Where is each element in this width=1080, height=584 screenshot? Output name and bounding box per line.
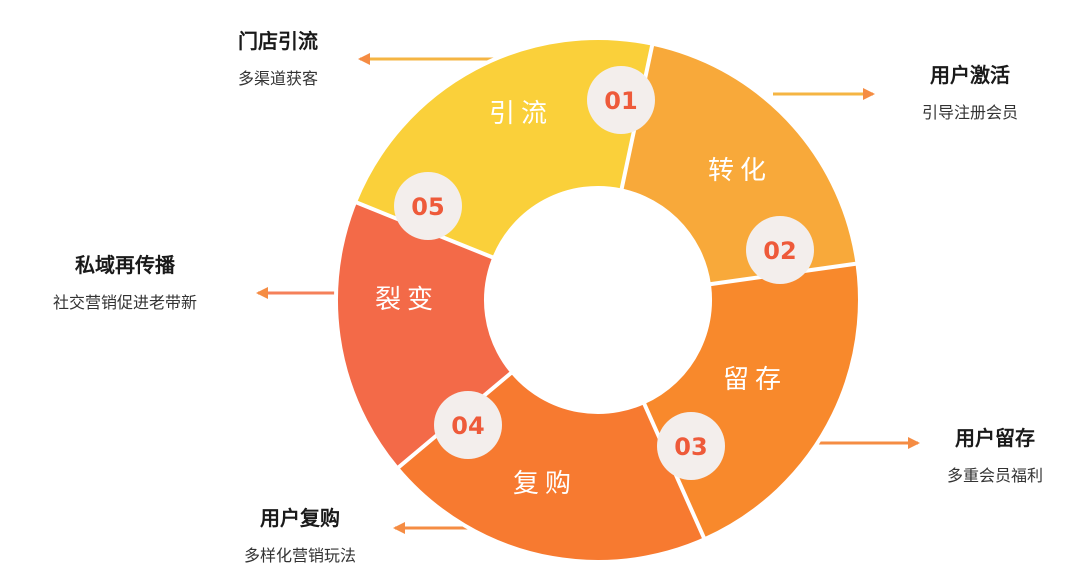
callout-title: 用户激活: [930, 63, 1010, 87]
callout-stage-5: 私域再传播 社交营销促进老带新: [5, 252, 245, 314]
callout-title: 用户留存: [955, 426, 1035, 450]
stage-number: 02: [763, 237, 796, 265]
stage-badge-circle: [434, 391, 502, 459]
stage-number: 03: [674, 433, 707, 461]
callout-stage-1: 门店引流 多渠道获客: [198, 28, 358, 90]
callout-stage-4: 用户复购 多样化营销玩法: [200, 505, 400, 567]
stage-label: 引流: [489, 99, 553, 129]
callout-stage-2: 用户激活 引导注册会员: [890, 62, 1050, 124]
callout-title: 用户复购: [260, 506, 340, 530]
callout-subtitle: 引导注册会员: [921, 103, 1018, 122]
stage-badge-circle: [394, 172, 462, 240]
stage-label: 裂变: [375, 285, 439, 315]
stage-label: 转化: [708, 156, 772, 186]
stage-number: 05: [411, 193, 444, 221]
stage-label: 复购: [513, 469, 577, 499]
callout-title: 门店引流: [238, 29, 318, 53]
callout-subtitle: 多渠道获客: [237, 69, 318, 88]
stage-badge-circle: [587, 66, 655, 134]
stage-number: 04: [451, 412, 484, 440]
callout-title: 私域再传播: [75, 253, 175, 277]
callout-stage-3: 用户留存 多重会员福利: [915, 425, 1075, 487]
stage-number: 01: [604, 87, 637, 115]
stage-label: 留存: [723, 365, 787, 395]
callout-subtitle: 多样化营销玩法: [243, 546, 356, 565]
callout-subtitle: 多重会员福利: [946, 466, 1043, 485]
stage-badge-circle: [657, 412, 725, 480]
callout-subtitle: 社交营销促进老带新: [52, 293, 197, 312]
stage-badges: 引流 01 转化 02 留存 03 复购 04 裂变 05: [375, 66, 814, 499]
stage-badge-circle: [746, 216, 814, 284]
